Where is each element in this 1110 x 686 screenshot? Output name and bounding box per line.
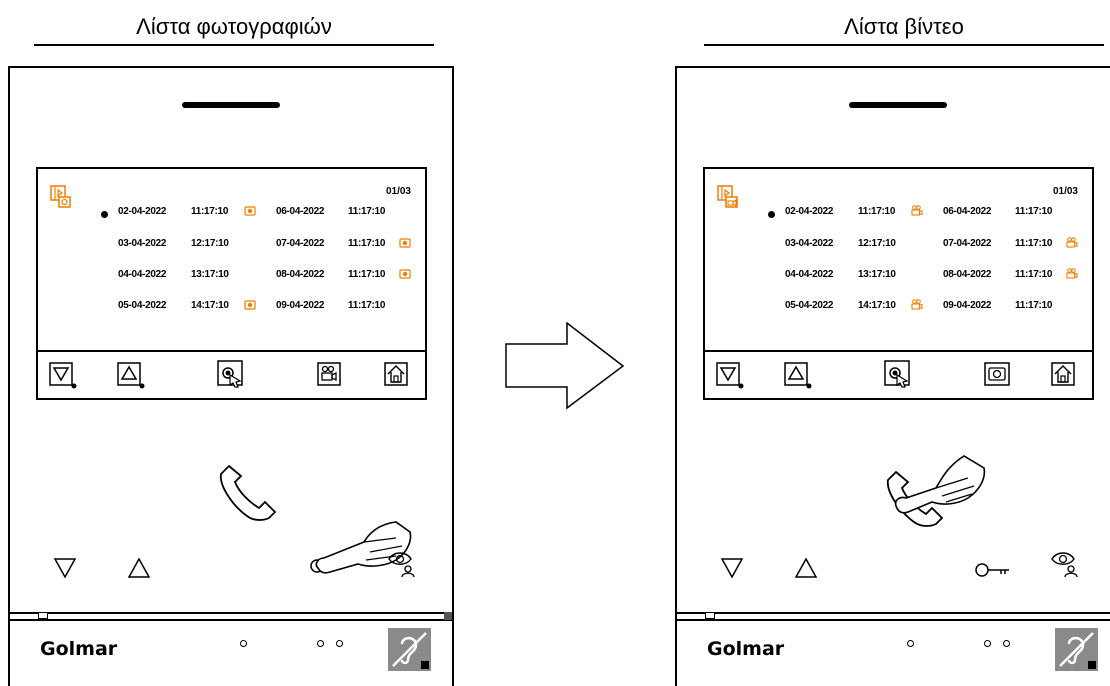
date-left[interactable]: 02-04-2022 <box>785 206 834 217</box>
photo-list-screen: 01/03 02-04-2022 11:17:10 06-04-2022 11:17:… <box>36 167 427 400</box>
video-camera-icon <box>1066 237 1078 248</box>
bottom-bar-second-line <box>10 619 452 621</box>
date-left[interactable]: 02-04-2022 <box>118 206 167 217</box>
speaker-slot <box>182 102 280 108</box>
date-left[interactable]: 03-04-2022 <box>118 238 167 249</box>
time-right[interactable]: 11:17:10 <box>1015 238 1053 249</box>
up-arrow-hw-button[interactable] <box>128 558 150 578</box>
date-right[interactable]: 07-04-2022 <box>943 238 992 249</box>
indicator-dot-1 <box>317 640 324 647</box>
bottom-bar-top-line <box>10 612 452 614</box>
video-list-button[interactable] <box>316 359 346 389</box>
time-left[interactable]: 12:17:10 <box>858 238 896 249</box>
video-camera-icon <box>1066 268 1078 279</box>
time-left[interactable]: 11:17:10 <box>191 206 229 217</box>
indicator-dot-2 <box>336 640 343 647</box>
time-right[interactable]: 11:17:10 <box>1015 206 1053 217</box>
down-arrow-hw-button[interactable] <box>54 558 76 578</box>
transition-arrow-icon <box>505 322 625 410</box>
video-camera-icon <box>911 299 923 310</box>
selection-bullet <box>101 211 108 218</box>
toolbar-separator <box>705 350 1092 352</box>
led-left <box>705 612 715 619</box>
time-right[interactable]: 11:17:10 <box>1015 269 1053 280</box>
time-right[interactable]: 11:17:10 <box>348 206 386 217</box>
pointing-hand-icon <box>315 521 412 574</box>
time-right[interactable]: 11:17:10 <box>348 238 386 249</box>
date-left[interactable]: 05-04-2022 <box>118 300 167 311</box>
bottom-bar-second-line <box>677 619 1110 621</box>
time-left[interactable]: 11:17:10 <box>858 206 896 217</box>
video-list-icon <box>717 185 738 208</box>
page-counter: 01/03 <box>1052 186 1078 197</box>
right-panel-title: Λίστα βίντεο <box>844 14 964 39</box>
microphone-dot <box>907 640 914 647</box>
time-right[interactable]: 11:17:10 <box>1015 300 1053 311</box>
right-title-underline <box>704 44 1104 46</box>
date-right[interactable]: 08-04-2022 <box>943 269 992 280</box>
up-arrow-button[interactable] <box>783 359 813 389</box>
hearing-loop-icon <box>1055 628 1098 671</box>
monitor-eye-icon[interactable] <box>388 550 416 578</box>
time-right[interactable]: 11:17:10 <box>348 300 386 311</box>
hearing-loop-icon <box>388 628 431 671</box>
time-left[interactable]: 14:17:10 <box>191 300 229 311</box>
date-left[interactable]: 04-04-2022 <box>118 269 167 280</box>
indicator-dot-2 <box>1003 640 1010 647</box>
left-title-underline <box>34 44 434 46</box>
monitor-eye-icon[interactable] <box>1051 550 1079 578</box>
speaker-slot <box>849 102 947 108</box>
down-arrow-button[interactable] <box>715 359 745 389</box>
down-arrow-button[interactable] <box>48 359 78 389</box>
camera-icon <box>399 238 411 248</box>
camera-icon <box>399 269 411 279</box>
date-right[interactable]: 09-04-2022 <box>943 300 992 311</box>
toolbar-separator <box>38 350 425 352</box>
left-panel-title: Λίστα φωτογραφιών <box>136 14 332 39</box>
microphone-dot <box>240 640 247 647</box>
date-right[interactable]: 06-04-2022 <box>943 206 992 217</box>
up-arrow-button[interactable] <box>116 359 146 389</box>
camera-icon <box>244 300 256 310</box>
time-left[interactable]: 12:17:10 <box>191 238 229 249</box>
up-arrow-hw-button[interactable] <box>795 558 817 578</box>
date-left[interactable]: 04-04-2022 <box>785 269 834 280</box>
left-monitor: 01/03 02-04-2022 11:17:10 06-04-2022 11:17:… <box>8 66 454 686</box>
selection-bullet <box>768 211 775 218</box>
brand-logo: Golmar <box>40 638 118 660</box>
time-left[interactable]: 13:17:10 <box>191 269 229 280</box>
date-right[interactable]: 09-04-2022 <box>276 300 325 311</box>
pointing-hand-icon <box>894 455 986 514</box>
phone-handset-icon[interactable] <box>217 462 279 524</box>
home-button[interactable] <box>383 359 413 389</box>
brand-logo: Golmar <box>707 638 785 660</box>
time-left[interactable]: 14:17:10 <box>858 300 896 311</box>
photo-list-button[interactable] <box>983 359 1013 389</box>
bottom-bar-top-line <box>677 612 1110 614</box>
indicator-dot-1 <box>984 640 991 647</box>
video-camera-icon <box>911 205 923 216</box>
home-button[interactable] <box>1050 359 1080 389</box>
right-monitor: 01/03 02-04-2022 11:17:10 06-04-2022 11:17:… <box>675 66 1110 686</box>
led-right <box>444 612 452 620</box>
select-button[interactable] <box>216 359 246 389</box>
date-right[interactable]: 06-04-2022 <box>276 206 325 217</box>
time-left[interactable]: 13:17:10 <box>858 269 896 280</box>
time-right[interactable]: 11:17:10 <box>348 269 386 280</box>
camera-icon <box>244 206 256 216</box>
led-left <box>38 612 48 619</box>
down-arrow-hw-button[interactable] <box>721 558 743 578</box>
date-left[interactable]: 03-04-2022 <box>785 238 834 249</box>
date-right[interactable]: 07-04-2022 <box>276 238 325 249</box>
video-list-screen: 01/03 02-04-2022 11:17:10 06-04-2022 11:17:… <box>703 167 1094 400</box>
page-counter: 01/03 <box>385 186 411 197</box>
date-right[interactable]: 08-04-2022 <box>276 269 325 280</box>
door-key-icon[interactable] <box>975 562 1011 578</box>
photo-list-icon <box>50 185 71 208</box>
select-button[interactable] <box>883 359 913 389</box>
date-left[interactable]: 05-04-2022 <box>785 300 834 311</box>
